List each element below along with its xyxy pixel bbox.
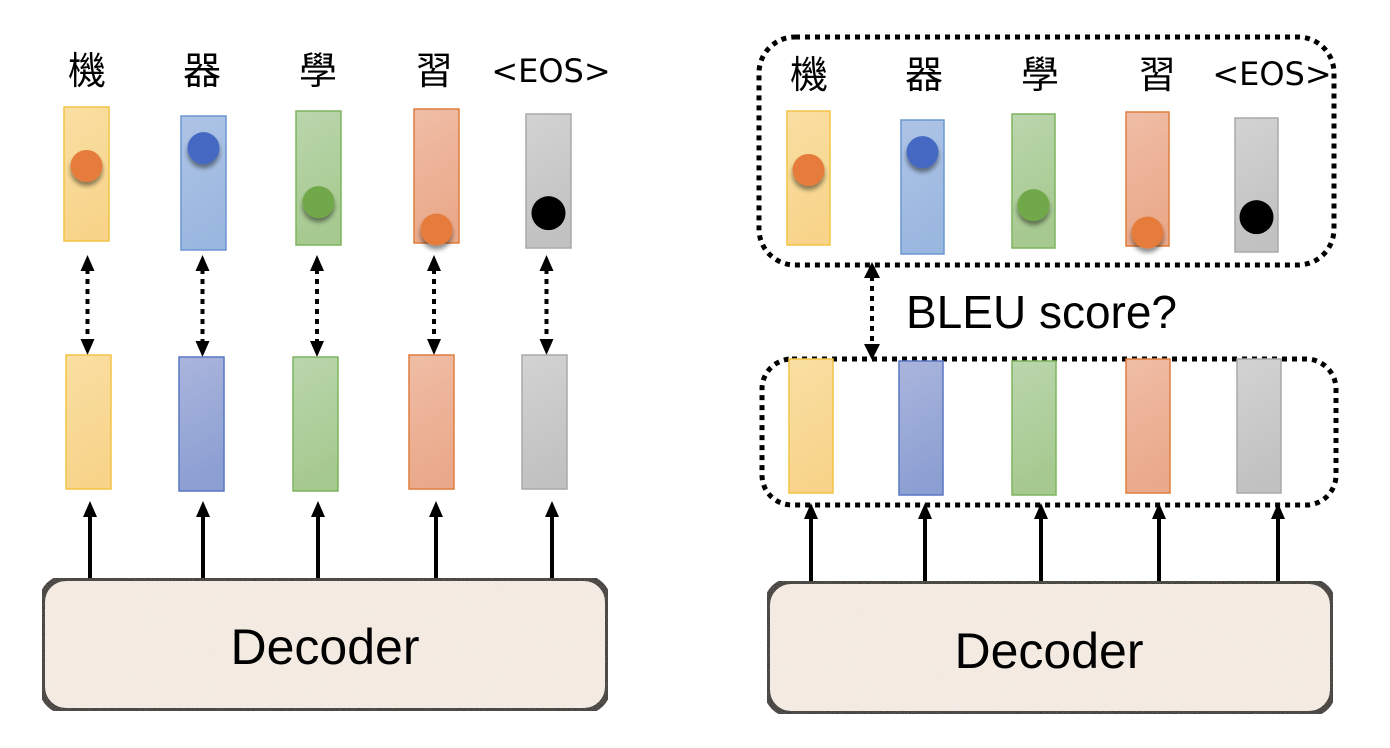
decoder-box — [764, 578, 1336, 717]
output-sequence-group — [759, 356, 1339, 508]
token-label: 習 — [1138, 53, 1176, 97]
token-label: 習 — [415, 49, 453, 93]
target-token-vector — [295, 110, 342, 246]
decoder-label: Decoder — [955, 623, 1144, 679]
decoder-block: Decoder — [764, 578, 1336, 717]
one-hot-dot — [187, 132, 220, 165]
up-arrow — [1271, 503, 1285, 581]
token-label: 機 — [790, 53, 828, 97]
output-distributions — [65, 354, 568, 492]
token-label: 機 — [68, 49, 106, 93]
output-distribution-vector — [1011, 360, 1057, 496]
eos-one-hot-dot — [1239, 200, 1274, 235]
bleu-score-label: BLEU score? — [906, 286, 1177, 338]
cross-entropy-arrow — [310, 255, 324, 357]
cross-entropy-arrow — [539, 255, 554, 355]
cross-entropy-arrow — [80, 255, 95, 355]
output-distribution-vector — [65, 354, 112, 490]
ground-truth-vectors — [786, 110, 1279, 255]
cross-entropy-arrow — [427, 255, 441, 355]
output-distribution-vector — [408, 354, 455, 490]
output-distribution-vector — [1125, 358, 1171, 494]
token-label: 學 — [299, 49, 337, 93]
output-distribution-vector — [898, 360, 944, 496]
token-label: 學 — [1021, 53, 1059, 97]
one-hot-dot — [906, 136, 939, 169]
output-distribution-vector — [521, 354, 568, 490]
decoder-box — [39, 575, 611, 714]
ground-truth-sequence-group — [756, 34, 1337, 268]
one-hot-dot — [420, 213, 453, 246]
ground-truth-vectors — [63, 106, 572, 251]
panel-left: 機 器 學 習 <EOS> Decoder — [39, 49, 611, 714]
target-token-vector — [1011, 113, 1056, 249]
output-distribution-vector — [178, 356, 225, 492]
one-hot-dot — [1017, 189, 1050, 222]
up-arrow — [545, 501, 559, 578]
up-arrow — [1034, 503, 1048, 581]
decoder-output-arrows — [83, 501, 559, 578]
up-arrow — [83, 501, 97, 578]
cross-entropy-arrow — [195, 255, 210, 357]
per-token-comparison-arrows — [80, 255, 554, 357]
output-distribution-vector — [1236, 358, 1282, 494]
token-label: 器 — [905, 53, 943, 97]
bleu-comparison-arrow — [864, 262, 880, 360]
decoder-label: Decoder — [231, 619, 420, 675]
token-labels: 機 器 學 習 <EOS> — [68, 49, 611, 93]
one-hot-dot — [792, 153, 825, 186]
output-distributions — [788, 358, 1282, 496]
decoder-output-arrows — [804, 503, 1285, 581]
up-arrow — [1152, 503, 1166, 581]
panel-right: 機 器 學 習 <EOS> BLEU score? Decoder — [756, 34, 1339, 717]
eos-one-hot-dot — [531, 196, 566, 231]
token-label-eos: <EOS> — [1212, 55, 1331, 93]
one-hot-dot — [70, 149, 103, 182]
one-hot-dot — [1131, 216, 1164, 249]
one-hot-dot — [302, 186, 335, 219]
up-arrow — [804, 503, 818, 581]
token-labels: 機 器 學 習 <EOS> — [790, 53, 1332, 97]
output-distribution-vector — [788, 358, 834, 494]
up-arrow — [311, 501, 325, 578]
decoder-block: Decoder — [39, 575, 611, 714]
output-distribution-vector — [292, 356, 339, 492]
up-arrow — [429, 501, 443, 578]
up-arrow — [918, 503, 932, 581]
token-label-eos: <EOS> — [491, 52, 610, 90]
token-label: 器 — [183, 49, 221, 93]
up-arrow — [196, 501, 210, 578]
